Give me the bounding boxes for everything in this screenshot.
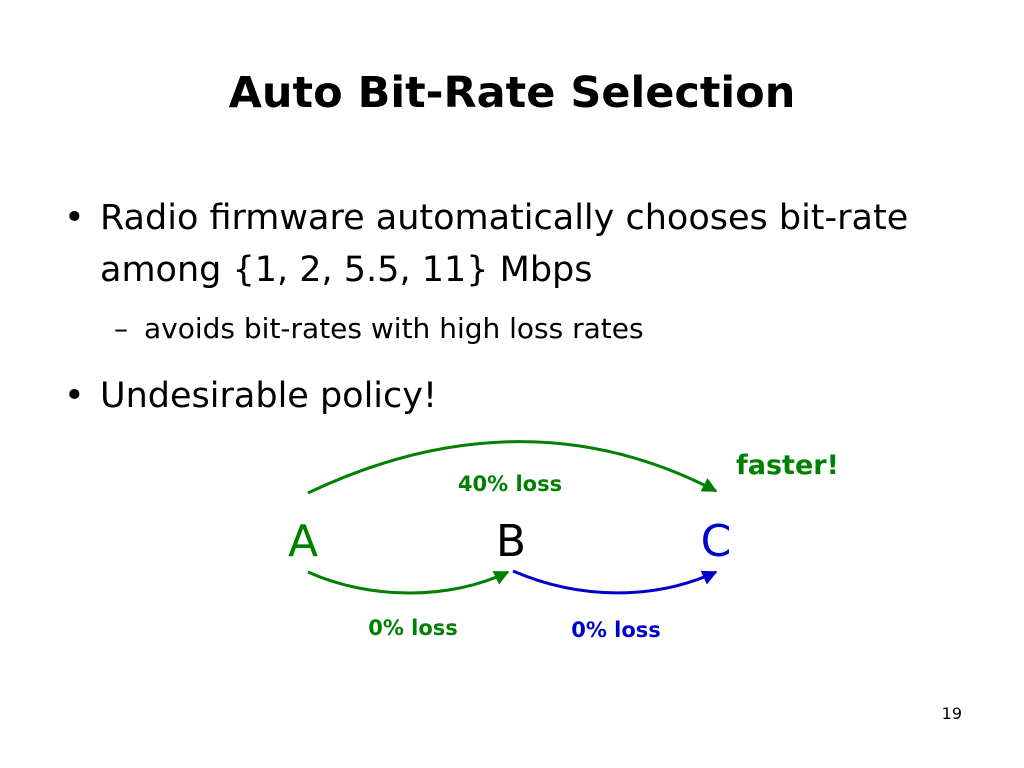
node-b: B: [496, 516, 526, 567]
faster-annotation: faster!: [736, 450, 839, 481]
slide-title: Auto Bit-Rate Selection: [228, 68, 796, 118]
sub-bullet-text: avoids bit-rates with high loss rates: [144, 312, 644, 345]
node-a: A: [288, 516, 318, 567]
edge-a-to-c-label: 40% loss: [458, 472, 562, 496]
bullet-text: Radio firmware automatically chooses bit…: [100, 198, 909, 290]
edge-a-to-c-arrow: [307, 440, 718, 495]
bullet-text: Undesirable policy!: [100, 376, 438, 416]
edge-b-to-c-arrow: [512, 569, 718, 595]
bullet-marker: •: [64, 376, 85, 416]
node-c: C: [701, 516, 732, 567]
bullet-marker: •: [64, 198, 85, 238]
edge-a-to-b-arrow: [307, 570, 510, 595]
edge-b-to-c-label: 0% loss: [571, 618, 661, 642]
slide-number: 19: [941, 704, 962, 723]
edge-a-to-b-label: 0% loss: [368, 616, 458, 640]
sub-bullet-marker: –: [114, 312, 128, 345]
